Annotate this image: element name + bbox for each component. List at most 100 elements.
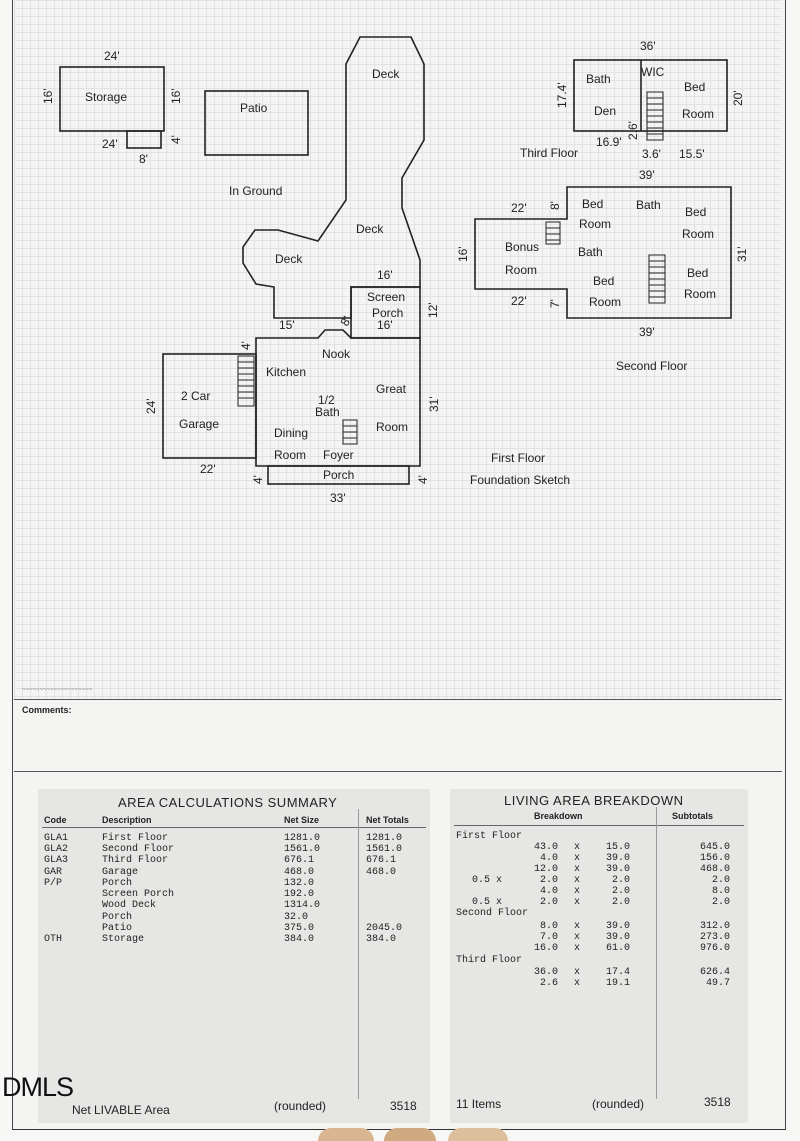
first-floor-title: First Floor [491, 451, 545, 465]
area-header-net-totals: Net Totals [366, 815, 409, 825]
storage-ext-b-dim: 4' [169, 135, 183, 144]
deck-outline [242, 36, 425, 319]
area-summary-panel: AREA CALCULATIONS SUMMARY Code Descripti… [38, 789, 430, 1123]
third-floor-bed-label: Bed [684, 80, 705, 94]
third-floor-wic-label: WIC [641, 65, 665, 79]
third-floor-outline [573, 59, 728, 132]
second-floor-bed1-label: Bed [582, 197, 603, 211]
kitchen-label: Kitchen [266, 365, 306, 379]
screen-porch-top-dim: 16' [377, 268, 393, 282]
second-floor-bed2-label: Bed [685, 205, 706, 219]
garage-outline [162, 353, 257, 459]
living-total-value: 3518 [704, 1095, 731, 1109]
deck-middle-label: Deck [356, 222, 384, 236]
living-items-count: 11 Items [456, 1097, 502, 1111]
third-floor-title: Third Floor [520, 146, 578, 160]
net-livable-rounded: (rounded) [274, 1099, 327, 1113]
dmls-watermark: DMLS [2, 1072, 74, 1102]
kitchen-stairs [237, 355, 255, 407]
garage-22-dim: 22' [200, 462, 216, 476]
storage-left-dim: 16' [41, 88, 55, 104]
screen-porch-label-1: Screen [367, 290, 405, 304]
sketch-footer-mark: ~~~~~~~~~~~~~~~~~~~~ [22, 687, 93, 693]
third-floor-36-dim: 36' [640, 39, 656, 53]
garage-24-dim: 24' [144, 398, 158, 414]
great-room-label-1: Great [376, 382, 407, 396]
second-floor-22-top-dim: 22' [511, 201, 527, 215]
screen-porch-label-2: Porch [372, 306, 403, 320]
porch-right-dim: 4' [416, 475, 430, 484]
floor-plan-sketch: 24' Storage 16' 16' 24' 4' 8' Patio In G… [41, 36, 749, 505]
half-bath-label-1: 1/2 [318, 393, 335, 407]
comments-label: Comments: [22, 705, 72, 715]
living-header-subtotals: Subtotals [672, 811, 714, 821]
second-floor-stairs-b [545, 221, 561, 245]
first-floor-15-dim: 15' [279, 318, 295, 332]
living-breakdown-panel: LIVING AREA BREAKDOWN Breakdown Subtotal… [450, 789, 748, 1123]
porch-outline [267, 465, 410, 485]
second-floor-31-dim: 31' [735, 246, 749, 262]
net-livable-label: Net LIVABLE Area [72, 1103, 170, 1117]
second-floor-8-dim: 8' [548, 201, 562, 210]
deck-upper-label: Deck [372, 67, 400, 81]
first-floor-4-dim: 4' [239, 341, 253, 350]
storage-top-dim: 24' [104, 49, 120, 63]
second-floor-22-bottom-dim: 22' [511, 294, 527, 308]
third-floor-den-label: Den [594, 104, 616, 118]
second-floor-7-dim: 7' [548, 299, 562, 308]
great-room-label-2: Room [376, 420, 408, 434]
second-floor-bonus-room-label: Room [505, 263, 537, 277]
second-floor-room2-label: Room [682, 227, 714, 241]
second-floor-bed3-label: Bed [593, 274, 614, 288]
area-header-description: Description [102, 815, 152, 825]
net-livable-value: 3518 [390, 1099, 417, 1113]
third-floor-169-dim: 16.9' [596, 135, 622, 149]
porch-label: Porch [323, 468, 354, 482]
second-floor-39-top-dim: 39' [639, 168, 655, 182]
second-floor-room4-label: Room [684, 287, 716, 301]
second-floor-39-bottom-dim: 39' [639, 325, 655, 339]
bottom-photo-strip-3 [448, 1128, 508, 1141]
area-header-code: Code [44, 815, 67, 825]
storage-right-dim: 16' [169, 88, 183, 104]
living-header-breakdown: Breakdown [534, 811, 583, 821]
deck-left-label: Deck [275, 252, 303, 266]
porch-left-dim: 4' [251, 475, 265, 484]
bottom-photo-strip-2 [384, 1128, 436, 1141]
bottom-photo-strip-1 [318, 1128, 374, 1141]
second-floor-bath2-label: Bath [578, 245, 603, 259]
patio-label: Patio [240, 101, 268, 115]
in-ground-label: In Ground [229, 184, 282, 198]
third-floor-bath-label: Bath [586, 72, 611, 86]
screen-porch-side-dim: 12' [426, 302, 440, 318]
second-floor-room3-label: Room [589, 295, 621, 309]
third-floor-26-dim: 2.6' [626, 121, 640, 140]
third-floor-room-label: Room [682, 107, 714, 121]
second-floor-bath1-label: Bath [636, 198, 661, 212]
second-floor-bed4-label: Bed [687, 266, 708, 280]
second-floor-title: Second Floor [616, 359, 687, 373]
first-floor-31-dim: 31' [427, 396, 441, 412]
sketch-grid [14, 0, 782, 700]
area-summary-title: AREA CALCULATIONS SUMMARY [118, 795, 338, 810]
storage-annex-outline [126, 130, 162, 149]
second-floor-16-dim: 16' [456, 246, 470, 262]
sketch-divider [14, 699, 782, 700]
foyer-label: Foyer [323, 448, 354, 462]
nook-label: Nook [322, 347, 351, 361]
porch-33-dim: 33' [330, 491, 346, 505]
half-bath-label-2: Bath [315, 405, 340, 419]
garage-label-1: 2 Car [181, 389, 210, 403]
third-floor-20-dim: 20' [731, 90, 745, 106]
third-floor-155-dim: 15.5' [679, 147, 705, 161]
storage-outline [59, 66, 165, 132]
area-header-net-size: Net Size [284, 815, 320, 825]
patio-outline [204, 90, 309, 156]
garage-label-2: Garage [179, 417, 219, 431]
second-floor-outline [474, 186, 732, 319]
storage-ext-a-dim: 24' [102, 137, 118, 151]
second-floor-room1-label: Room [579, 217, 611, 231]
second-floor-bonus-label: Bonus [505, 240, 539, 254]
dining-label-1: Dining [274, 426, 308, 440]
third-floor-36b-dim: 3.6' [642, 147, 661, 161]
